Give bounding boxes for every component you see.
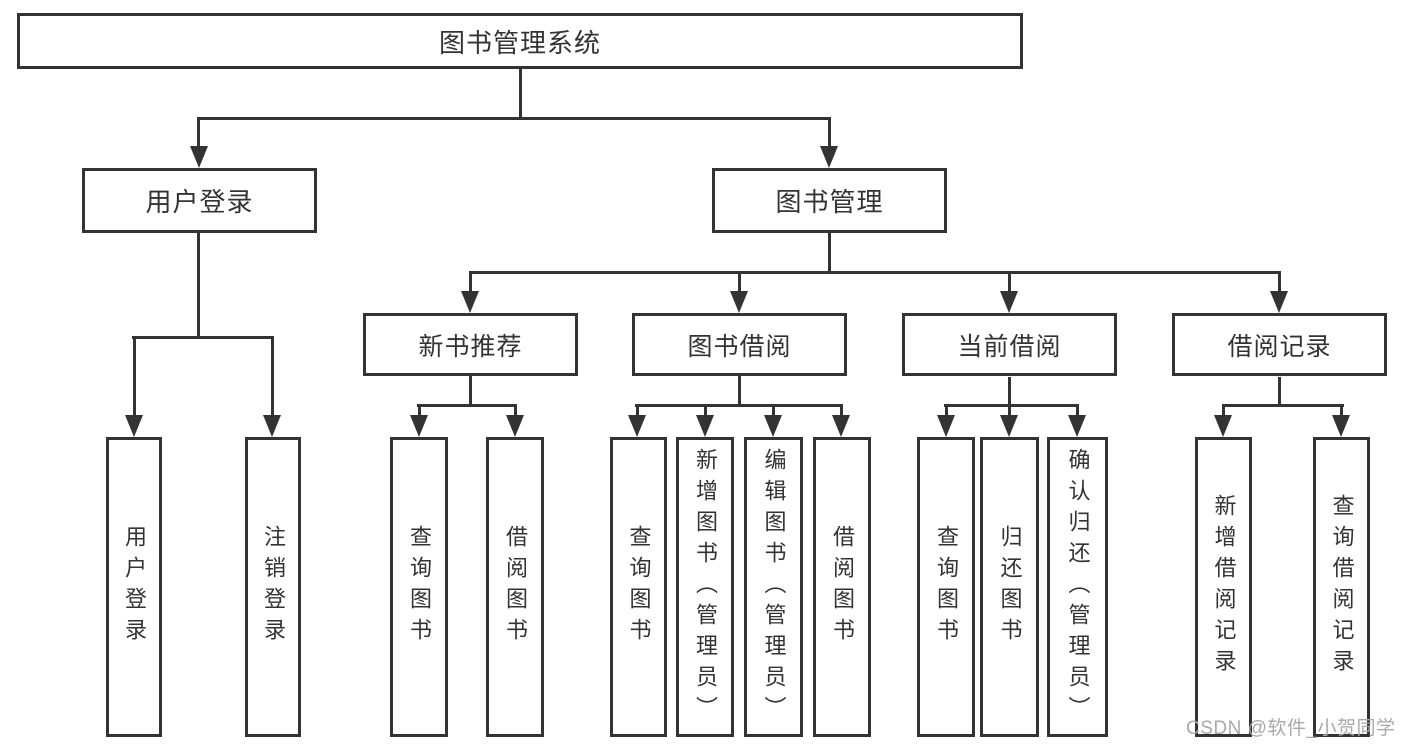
arrow-down-icon <box>1270 291 1288 313</box>
connector-line-horizontal <box>1222 404 1344 407</box>
node-label: 借阅图书 <box>503 525 528 649</box>
node-label: 查询借阅记录 <box>1329 494 1355 680</box>
node-label: 用户登录 <box>122 525 147 649</box>
arrow-stem <box>133 336 136 416</box>
leaf-user-login: 用户登录 <box>106 437 162 737</box>
arrow-down-icon <box>263 415 281 437</box>
arrow-down-icon <box>506 415 524 437</box>
node-label: 查询图书 <box>407 525 432 649</box>
arrow-stem <box>704 404 707 416</box>
connector-line-horizontal <box>635 404 842 407</box>
node-label: 图书管理系统 <box>438 27 601 58</box>
leaf-add-books-admin: 新增图书（管理员） <box>676 437 734 737</box>
node-label: 新增图书（管理员） <box>693 447 718 727</box>
connector-line-horizontal <box>197 117 831 120</box>
node-current-borrowing: 当前借阅 <box>902 313 1117 376</box>
node-label: 图书借阅 <box>687 332 792 361</box>
leaf-query-books-c: 查询图书 <box>917 437 975 737</box>
arrow-down-icon <box>1000 415 1018 437</box>
arrow-stem <box>840 404 843 416</box>
leaf-return-books: 归还图书 <box>980 437 1039 737</box>
connector-line-vertical <box>197 233 200 338</box>
leaf-query-books-a: 查询图书 <box>390 437 448 737</box>
node-label: 确认归还（管理员） <box>1065 447 1091 727</box>
node-book-borrowing: 图书借阅 <box>632 313 847 376</box>
connector-line-horizontal <box>469 271 1281 274</box>
watermark: CSDN @软件_小贺同学 <box>1186 718 1396 739</box>
arrow-stem <box>469 271 472 293</box>
node-new-book-recommendation: 新书推荐 <box>363 313 578 376</box>
arrow-stem <box>772 404 775 416</box>
node-user-login: 用户登录 <box>82 168 317 233</box>
node-label: 新增借阅记录 <box>1211 494 1237 680</box>
arrow-down-icon <box>1068 415 1086 437</box>
arrow-stem <box>1076 404 1079 416</box>
leaf-add-borrowing-record: 新增借阅记录 <box>1195 437 1252 737</box>
arrow-down-icon <box>820 146 838 168</box>
connector-line-horizontal <box>417 404 517 407</box>
arrow-stem <box>1222 404 1225 416</box>
arrow-stem <box>1278 271 1281 293</box>
arrow-stem <box>197 117 200 148</box>
node-label: 当前借阅 <box>957 332 1062 361</box>
arrow-down-icon <box>125 415 143 437</box>
arrow-stem <box>945 404 948 416</box>
leaf-edit-books-admin: 编辑图书（管理员） <box>744 437 803 737</box>
arrow-stem <box>828 117 831 148</box>
leaf-confirm-return-admin: 确认归还（管理员） <box>1047 437 1108 737</box>
arrow-down-icon <box>730 291 748 313</box>
arrow-stem <box>636 404 639 416</box>
node-label: 图书管理 <box>775 187 884 217</box>
arrow-stem <box>514 404 517 416</box>
connector-line-vertical <box>1008 377 1011 407</box>
node-borrowing-records: 借阅记录 <box>1172 313 1387 376</box>
node-label: 查询图书 <box>934 525 959 649</box>
connector-line-vertical <box>828 232 831 273</box>
arrow-down-icon <box>410 415 428 437</box>
leaf-query-books-b: 查询图书 <box>610 437 667 737</box>
connector-line-vertical <box>738 376 741 407</box>
arrow-down-icon <box>1214 415 1232 437</box>
node-label: 归还图书 <box>997 525 1023 649</box>
arrow-down-icon <box>696 415 714 437</box>
connector-line-vertical <box>519 69 522 118</box>
node-label: 编辑图书（管理员） <box>761 447 787 727</box>
arrow-stem <box>1008 404 1011 416</box>
arrow-stem <box>1008 271 1011 293</box>
arrow-down-icon <box>1000 291 1018 313</box>
node-label: 注销登录 <box>261 525 286 649</box>
arrow-down-icon <box>937 415 955 437</box>
leaf-borrow-books-b: 借阅图书 <box>813 437 871 737</box>
arrow-stem <box>418 404 421 416</box>
arrow-down-icon <box>461 291 479 313</box>
arrow-stem <box>1340 404 1343 416</box>
leaf-logout-login: 注销登录 <box>245 437 301 737</box>
arrow-down-icon <box>1332 415 1350 437</box>
arrow-down-icon <box>628 415 646 437</box>
node-book-management: 图书管理 <box>712 168 947 233</box>
connector-line-horizontal <box>944 404 1079 407</box>
node-library-management-system: 图书管理系统 <box>17 13 1023 69</box>
arrow-down-icon <box>190 146 208 168</box>
connector-line-vertical <box>1278 377 1281 407</box>
arrow-down-icon <box>832 415 850 437</box>
arrow-stem <box>738 271 741 293</box>
connector-line-vertical <box>469 376 472 407</box>
node-label: 查询图书 <box>626 525 652 649</box>
leaf-query-borrowing-record: 查询借阅记录 <box>1313 437 1370 737</box>
node-label: 借阅记录 <box>1227 332 1332 361</box>
node-label: 借阅图书 <box>830 525 855 649</box>
leaf-borrow-books-a: 借阅图书 <box>486 437 544 737</box>
node-label: 用户登录 <box>145 187 254 217</box>
arrow-stem <box>271 336 274 416</box>
arrow-down-icon <box>764 415 782 437</box>
node-label: 新书推荐 <box>418 332 523 361</box>
connector-line-horizontal <box>132 336 274 339</box>
